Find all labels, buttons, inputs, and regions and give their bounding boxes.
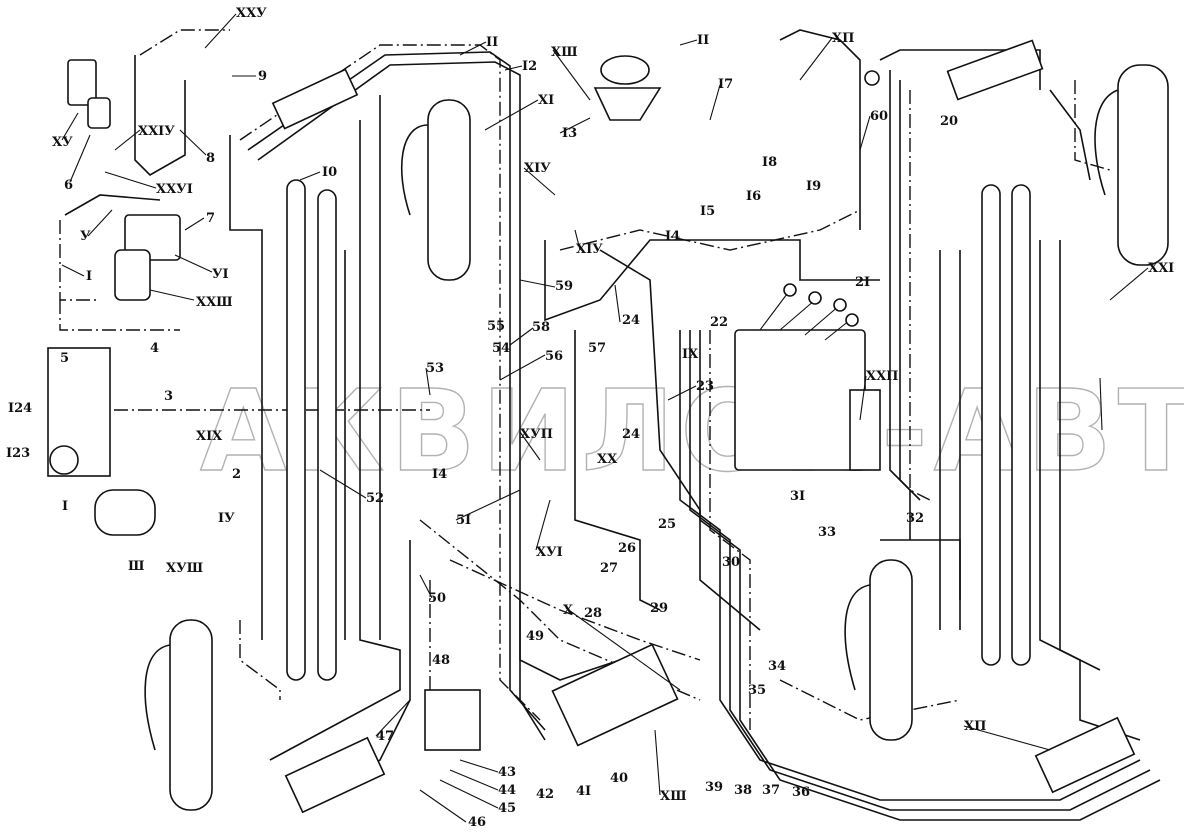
rods	[286, 179, 1031, 681]
callout-30: 30	[722, 555, 740, 570]
callout-59: 59	[555, 279, 573, 294]
callout-II: II	[697, 33, 709, 48]
callout-47: 47	[376, 729, 394, 744]
callout-XIX: XIX	[196, 429, 223, 444]
callout-17: I7	[718, 77, 733, 92]
callout-7: 7	[206, 211, 215, 226]
callout-XVI: XУI	[536, 545, 563, 560]
callout-XII-top: XП	[832, 31, 854, 46]
callout-37: 37	[762, 783, 780, 798]
callout-XVII: XУП	[520, 427, 553, 442]
callout-23: 23	[696, 379, 714, 394]
callout-XVIII: XУШ	[166, 561, 203, 576]
callout-22: 22	[710, 315, 728, 330]
callout-34: 34	[768, 659, 786, 674]
callout-XXI: XXI	[1148, 261, 1174, 276]
callout-XIII-bot: XШ	[660, 789, 687, 804]
callout-XXV: XXУ	[236, 6, 267, 21]
callout-40: 40	[610, 771, 628, 786]
callout-19: I9	[806, 179, 821, 194]
callout-3: 3	[164, 389, 173, 404]
callout-XIV-b: XIУ	[576, 242, 603, 257]
callout-55: 55	[487, 319, 505, 334]
callout-48: 48	[432, 653, 450, 668]
callout-50: 50	[428, 591, 446, 606]
callout-IV: IУ	[218, 511, 235, 526]
callout-XV: XУ	[52, 135, 73, 150]
callout-XIV-a: XIУ	[524, 161, 551, 176]
callout-I-a: I	[86, 269, 92, 284]
callout-31: 3I	[790, 489, 805, 504]
callout-11: II	[486, 35, 498, 50]
callout-25: 25	[658, 517, 676, 532]
callout-20: 20	[940, 114, 958, 129]
callout-123: I23	[6, 446, 30, 461]
callout-9: 9	[258, 69, 267, 84]
callout-III: Ш	[128, 559, 145, 574]
callout-35: 35	[748, 683, 766, 698]
callout-44: 44	[498, 783, 516, 798]
callout-33: 33	[818, 525, 836, 540]
callout-24-a: 24	[622, 313, 640, 328]
callout-36: 36	[792, 785, 810, 800]
callout-6: 6	[64, 178, 73, 193]
callout-53: 53	[426, 361, 444, 376]
callout-56: 56	[545, 349, 563, 364]
callout-16: I6	[746, 189, 761, 204]
callout-14-top: I4	[665, 229, 680, 244]
callout-60: 60	[870, 109, 888, 124]
callout-54: 54	[492, 341, 510, 356]
callout-XXIV: XXIУ	[138, 124, 175, 139]
callout-49: 49	[526, 629, 544, 644]
callout-I-b: I	[62, 499, 68, 514]
callout-4: 4	[150, 341, 159, 356]
callout-38: 38	[734, 783, 752, 798]
callout-14-mid: I4	[432, 467, 447, 482]
callout-V: У	[80, 229, 91, 244]
callout-57: 57	[588, 341, 606, 356]
callout-26: 26	[618, 541, 636, 556]
cylinders	[144, 64, 1169, 811]
callout-XXII: XXП	[866, 369, 898, 384]
callout-8: 8	[206, 151, 215, 166]
callout-IX: IX	[682, 347, 699, 362]
callout-XX: XX	[597, 452, 618, 467]
callout-X: X	[563, 603, 574, 618]
callout-51: 5I	[456, 513, 471, 528]
watermark: АКВИЛОН-АВТО	[200, 367, 1184, 497]
callout-XXVI: XXУI	[156, 182, 193, 197]
callout-32: 32	[906, 511, 924, 526]
callout-5: 5	[60, 351, 69, 366]
callout-43: 43	[498, 765, 516, 780]
callout-28: 28	[584, 606, 602, 621]
components	[47, 39, 1136, 814]
callout-39: 39	[705, 780, 723, 795]
callout-21: 2I	[855, 275, 870, 290]
callout-15: I5	[700, 204, 715, 219]
callout-2: 2	[232, 467, 241, 482]
callout-124: I24	[8, 401, 32, 416]
callout-10: I0	[322, 165, 337, 180]
callout-58: 58	[532, 320, 550, 335]
callout-45: 45	[498, 801, 516, 816]
callout-labels: XXУ 9 XУ XXIУ 6 XXУI 8 I0 7 У УI I XXШ 5…	[6, 6, 1174, 830]
callout-52: 52	[366, 491, 384, 506]
pipe-lines	[59, 29, 1161, 821]
callout-XXIII: XXШ	[196, 295, 233, 310]
callout-27: 27	[600, 561, 618, 576]
leader-lines	[61, 13, 1149, 823]
callout-24-b: 24	[622, 427, 640, 442]
callout-18: I8	[762, 155, 777, 170]
callout-XI: XI	[538, 93, 554, 108]
callout-12: I2	[522, 59, 537, 74]
callout-46: 46	[468, 815, 486, 830]
callout-42: 42	[536, 787, 554, 802]
callout-29: 29	[650, 601, 668, 616]
callout-VI: УI	[212, 267, 229, 282]
callout-41: 4I	[576, 784, 591, 799]
